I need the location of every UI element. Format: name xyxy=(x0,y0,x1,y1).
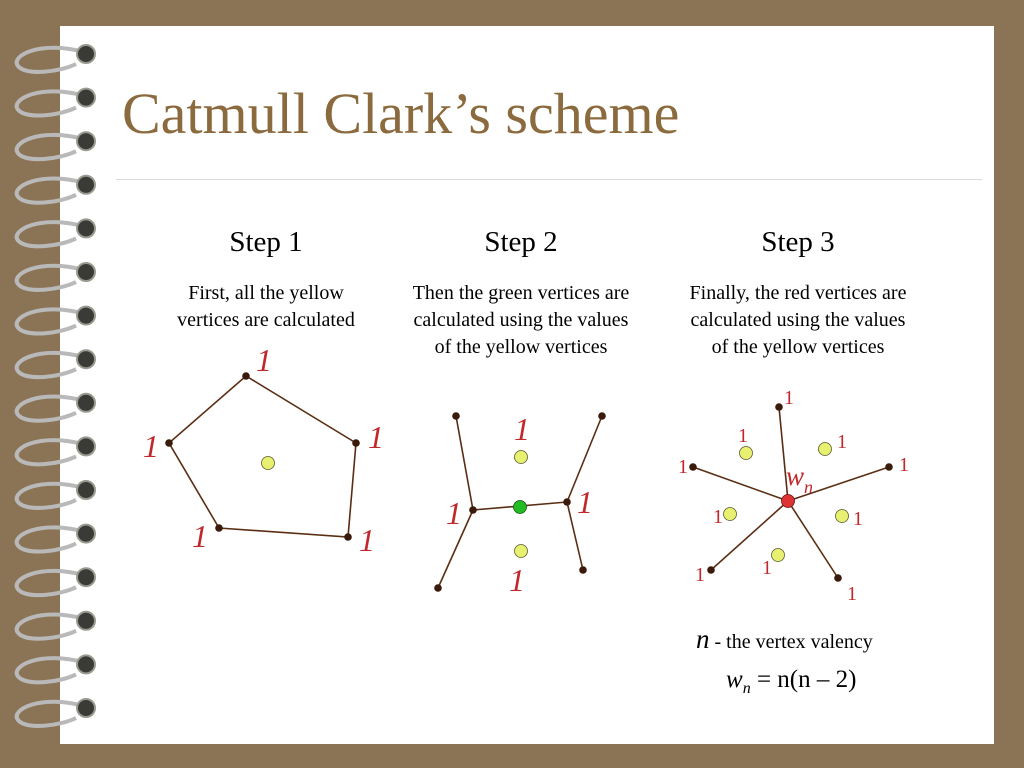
step-3-diagram: wn 1 1 1 1 1 1 1 1 1 1 xyxy=(678,387,909,605)
binding-hole xyxy=(76,131,96,152)
weight-label-small: 1 xyxy=(713,506,723,528)
wn-label: wn xyxy=(786,461,813,497)
binding-hole xyxy=(76,610,96,631)
binding-ring xyxy=(14,525,85,554)
step-1-heading: Step 1 xyxy=(229,226,303,258)
binding-hole xyxy=(76,174,96,195)
weight-label: 1 xyxy=(368,419,384,455)
binding-hole xyxy=(76,305,96,326)
step-3-heading: Step 3 xyxy=(761,226,835,258)
weight-label-small: 1 xyxy=(899,454,909,476)
corner-vertex xyxy=(242,372,250,380)
spiral-binding xyxy=(14,44,96,728)
binding-ring xyxy=(14,351,85,380)
corner-vertex xyxy=(215,524,223,532)
weight-label: 1 xyxy=(256,342,272,378)
yellow-face-vertex xyxy=(261,456,275,470)
binding-ring xyxy=(14,263,85,292)
binding-hole xyxy=(76,218,96,239)
yellow-face-vertex xyxy=(818,442,832,456)
weight-label-small: 1 xyxy=(853,508,863,530)
yellow-face-vertex xyxy=(514,544,528,558)
binding-hole xyxy=(76,523,96,544)
corner-vertex xyxy=(344,533,352,541)
weight-label-small: 1 xyxy=(695,564,705,586)
yellow-face-vertex xyxy=(739,446,753,460)
binding-ring xyxy=(14,438,85,467)
binding-hole xyxy=(76,349,96,370)
weight-label-small: 1 xyxy=(837,431,847,453)
binding-hole xyxy=(76,436,96,457)
edge-end-vertex xyxy=(563,498,571,506)
binding-hole xyxy=(76,698,96,718)
weight-label-small: 1 xyxy=(847,583,857,605)
binding-ring xyxy=(14,89,85,118)
weight-label-small: 1 xyxy=(678,456,688,478)
binding-ring xyxy=(14,176,85,205)
binding-hole xyxy=(76,262,96,282)
corner-vertex xyxy=(165,439,173,447)
yellow-face-vertex xyxy=(723,507,737,521)
outer-vertex xyxy=(834,574,842,582)
outer-vertex xyxy=(434,584,442,592)
weight-label: 1 xyxy=(577,484,593,520)
binding-ring xyxy=(14,45,85,74)
binding-hole xyxy=(76,654,96,675)
binding-hole xyxy=(76,392,96,413)
binding-ring xyxy=(14,656,85,685)
binding-ring xyxy=(14,612,85,641)
edge-end-vertex xyxy=(469,506,477,514)
outer-vertex xyxy=(689,463,697,471)
slide-page xyxy=(60,26,994,744)
yellow-face-vertex xyxy=(835,509,849,523)
binding-ring xyxy=(14,481,85,510)
weight-formula: wn = n(n – 2) xyxy=(726,666,857,697)
binding-ring xyxy=(14,699,85,728)
weight-label: 1 xyxy=(143,428,159,464)
step-1-diagram: 1 1 1 1 1 xyxy=(143,342,384,558)
slide-title: Catmull Clark’s scheme xyxy=(122,81,680,146)
outer-vertex xyxy=(452,412,460,420)
yellow-face-vertex xyxy=(514,450,528,464)
title-divider xyxy=(116,179,982,180)
outer-vertex xyxy=(707,566,715,574)
weight-label: 1 xyxy=(446,495,462,531)
pentagon-face xyxy=(167,375,357,538)
binding-hole xyxy=(76,44,96,64)
green-edge-vertex xyxy=(513,500,527,514)
weight-label-small: 1 xyxy=(784,387,794,409)
corner-vertex xyxy=(352,439,360,447)
valency-legend: n - the vertex valency xyxy=(696,624,873,654)
step-2-heading: Step 2 xyxy=(484,226,558,258)
weight-label: 1 xyxy=(192,518,208,554)
yellow-face-vertex xyxy=(771,548,785,562)
outer-vertex xyxy=(579,566,587,574)
outer-vertex xyxy=(885,463,893,471)
outer-vertex xyxy=(775,403,783,411)
outer-vertex xyxy=(598,412,606,420)
weight-label: 1 xyxy=(514,411,530,447)
binding-hole xyxy=(76,87,96,108)
step-2-diagram: 1 1 1 1 xyxy=(434,411,606,598)
weight-label-small: 1 xyxy=(738,425,748,447)
binding-ring xyxy=(14,569,85,598)
weight-label: 1 xyxy=(359,522,375,558)
binding-ring xyxy=(14,307,85,336)
binding-hole xyxy=(76,567,96,588)
red-center-vertex xyxy=(781,494,795,508)
weight-label-small: 1 xyxy=(762,557,772,579)
binding-ring xyxy=(14,220,85,249)
weight-label: 1 xyxy=(509,562,525,598)
binding-ring xyxy=(14,133,85,162)
binding-ring xyxy=(14,394,85,423)
binding-hole xyxy=(76,480,96,500)
